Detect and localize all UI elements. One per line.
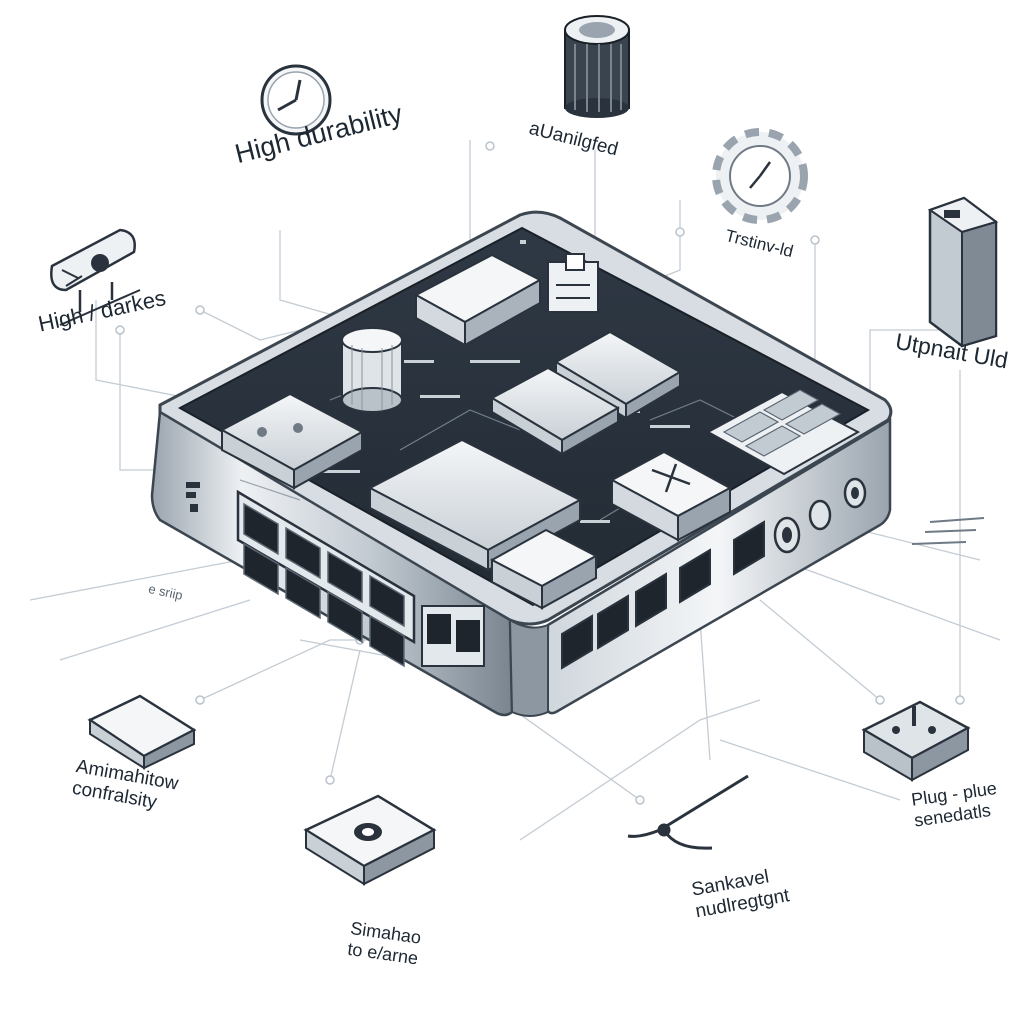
ethernet-port[interactable] (327, 550, 363, 604)
ethernet-ports-right[interactable] (561, 520, 765, 670)
ethernet-port[interactable] (635, 572, 667, 628)
module-chip-left (219, 392, 365, 490)
cable-probe-icon (627, 774, 749, 850)
ethernet-port[interactable] (327, 590, 363, 644)
connector-lines (29, 140, 1001, 841)
ethernet-port[interactable] (561, 614, 593, 670)
power-module (609, 450, 733, 542)
capacitor-component (341, 327, 403, 413)
led-grid-module (705, 389, 861, 476)
small-box-icon (87, 694, 197, 770)
ethernet-port[interactable] (733, 520, 765, 576)
audio-jack[interactable] (773, 516, 801, 554)
ethernet-port[interactable] (369, 574, 405, 628)
circuit-module-icon (861, 700, 971, 782)
ethernet-port[interactable] (243, 502, 279, 556)
ethernet-port[interactable] (243, 542, 279, 596)
ethernet-port[interactable] (369, 614, 405, 668)
connector-nodes (115, 141, 965, 805)
heatsink-block (413, 253, 543, 347)
gear-clock-icon (712, 128, 808, 224)
hub-device-icon (303, 794, 437, 886)
clock-icon (260, 64, 332, 136)
processor-chip (367, 438, 583, 572)
ethernet-ports-left[interactable] (243, 502, 405, 668)
power-bank-icon (927, 196, 999, 348)
ethernet-port[interactable] (679, 548, 711, 604)
small-square-chip (489, 528, 599, 610)
side-port-pair[interactable] (421, 605, 485, 667)
cylinder-icon (564, 15, 630, 118)
ethernet-port[interactable] (285, 526, 321, 580)
ethernet-port[interactable] (597, 594, 629, 650)
scribble-mark (911, 517, 985, 545)
chassis-logo-mark (186, 482, 200, 512)
memory-chip-right (554, 330, 682, 420)
remote-device-icon (50, 228, 141, 326)
small-connector-component (547, 253, 599, 313)
power-jack[interactable] (808, 477, 867, 531)
ethernet-port[interactable] (285, 566, 321, 620)
memory-chip-center (489, 366, 621, 456)
